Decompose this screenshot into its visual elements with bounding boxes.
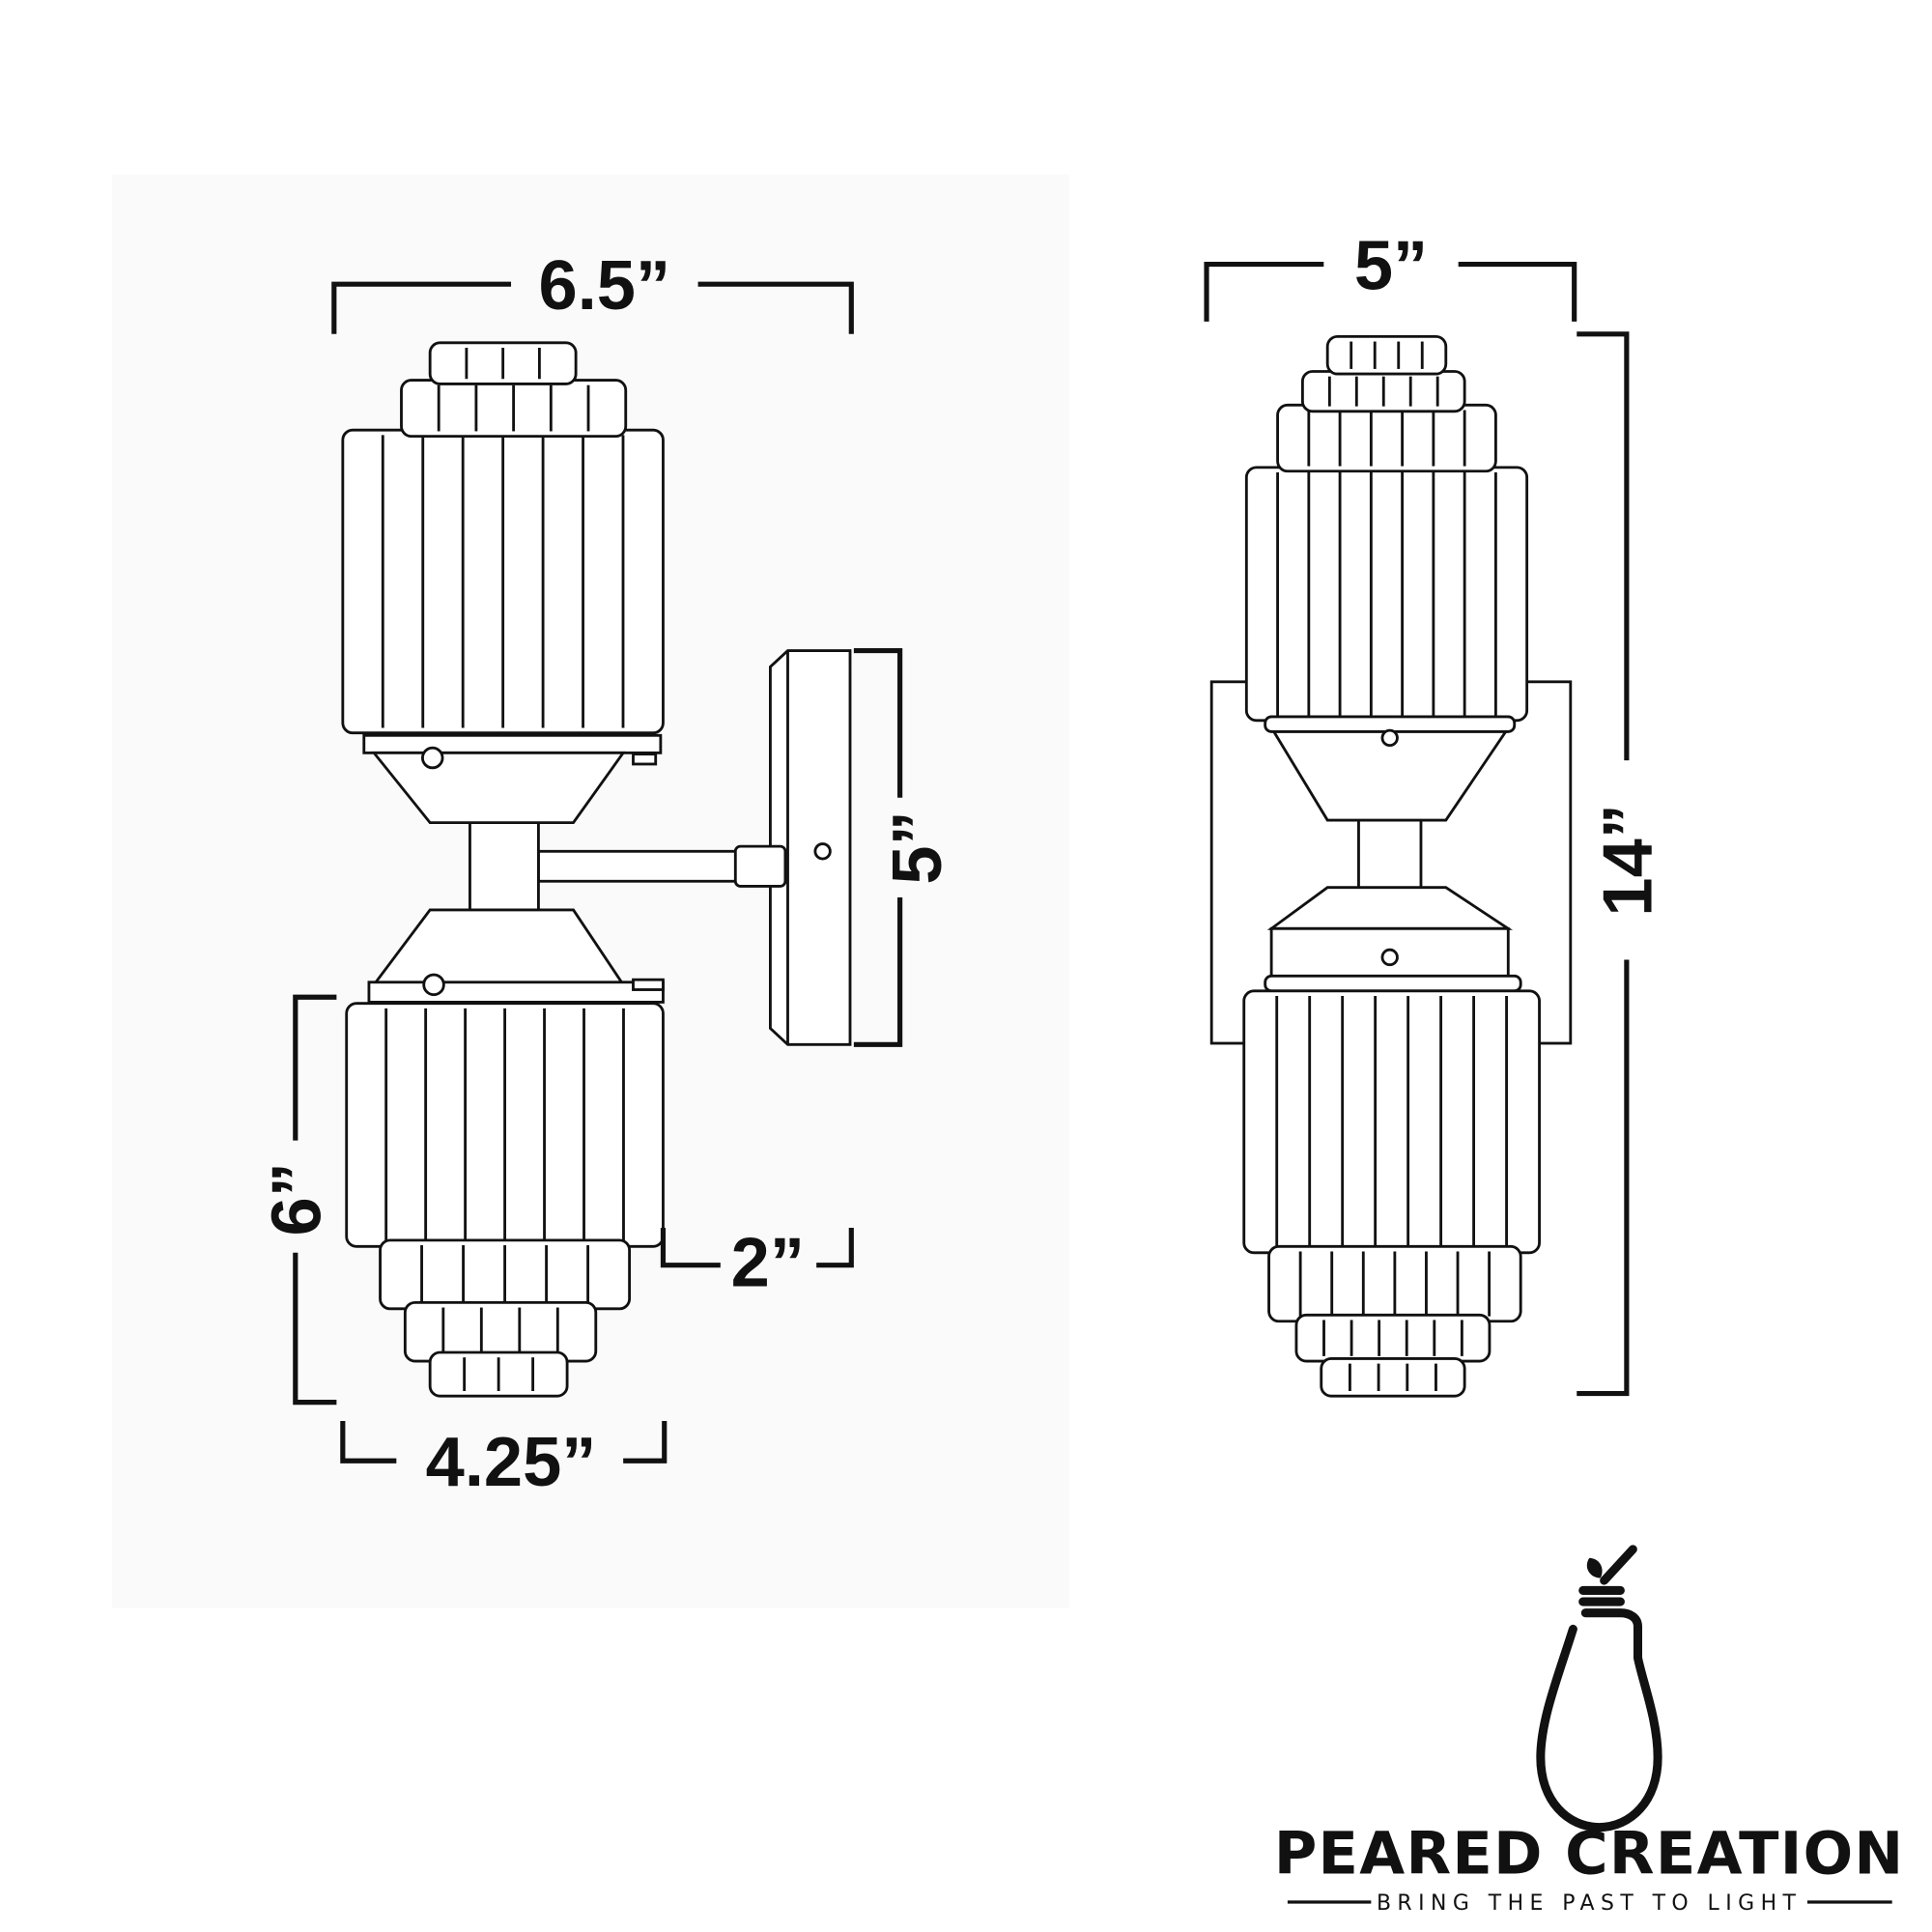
front-upper-fitter <box>1271 730 1509 822</box>
leaf-icon <box>1586 1557 1603 1578</box>
brand-name: PEARED CREATION <box>1274 1820 1905 1888</box>
label-side-width: 6.5” <box>539 247 671 325</box>
arm-nut <box>733 844 787 888</box>
dim-line-front-width <box>1204 261 1577 322</box>
label-front-width: 5” <box>1354 227 1428 304</box>
arm <box>537 849 740 883</box>
mounting-screw <box>813 842 832 861</box>
dim-line-shade-width <box>340 1420 668 1463</box>
thumb-screw <box>632 978 665 991</box>
label-shade-height: 6” <box>259 1162 336 1236</box>
front-lower-ring <box>1264 974 1522 993</box>
lamp-drawings <box>341 334 1573 1398</box>
lower-holder-ring <box>367 980 665 1004</box>
upper-fitter <box>371 751 626 825</box>
dim-line-side-width <box>331 281 854 334</box>
upper-holder-ring <box>362 733 663 754</box>
front-upper-top <box>1325 334 1448 376</box>
front-upper-tier <box>1276 403 1497 473</box>
label-shade-depth: 2” <box>731 1225 805 1302</box>
brand-tagline: BRING THE PAST TO LIGHT <box>1377 1891 1802 1916</box>
pear-bulb-icon <box>1536 1545 1662 1833</box>
label-backplate-height: 5” <box>879 810 956 884</box>
label-shade-width: 4.25” <box>426 1424 597 1501</box>
dim-line-backplate-height <box>853 647 903 1047</box>
label-total-height: 14” <box>1590 804 1667 917</box>
front-lower-body <box>1242 989 1541 1255</box>
front-upper-body <box>1244 466 1529 723</box>
thumb-screw <box>632 753 658 766</box>
dim-line-total-height <box>1577 331 1630 1397</box>
dim-line-shade-depth <box>660 1227 854 1268</box>
dimension-lines <box>293 261 1630 1463</box>
dim-line-shade-height <box>293 994 337 1406</box>
front-lower-bottom <box>1320 1357 1466 1398</box>
set-screw <box>421 746 444 770</box>
set-screw <box>1380 728 1399 748</box>
front-lower-tier2 <box>1294 1313 1492 1363</box>
peared-creation-logo: PEARED CREATION BRING THE PAST TO LIGHT <box>1274 1545 1905 1916</box>
set-screw <box>422 973 445 997</box>
front-stem <box>1357 809 1423 899</box>
set-screw <box>1380 948 1399 967</box>
stem <box>469 814 540 924</box>
